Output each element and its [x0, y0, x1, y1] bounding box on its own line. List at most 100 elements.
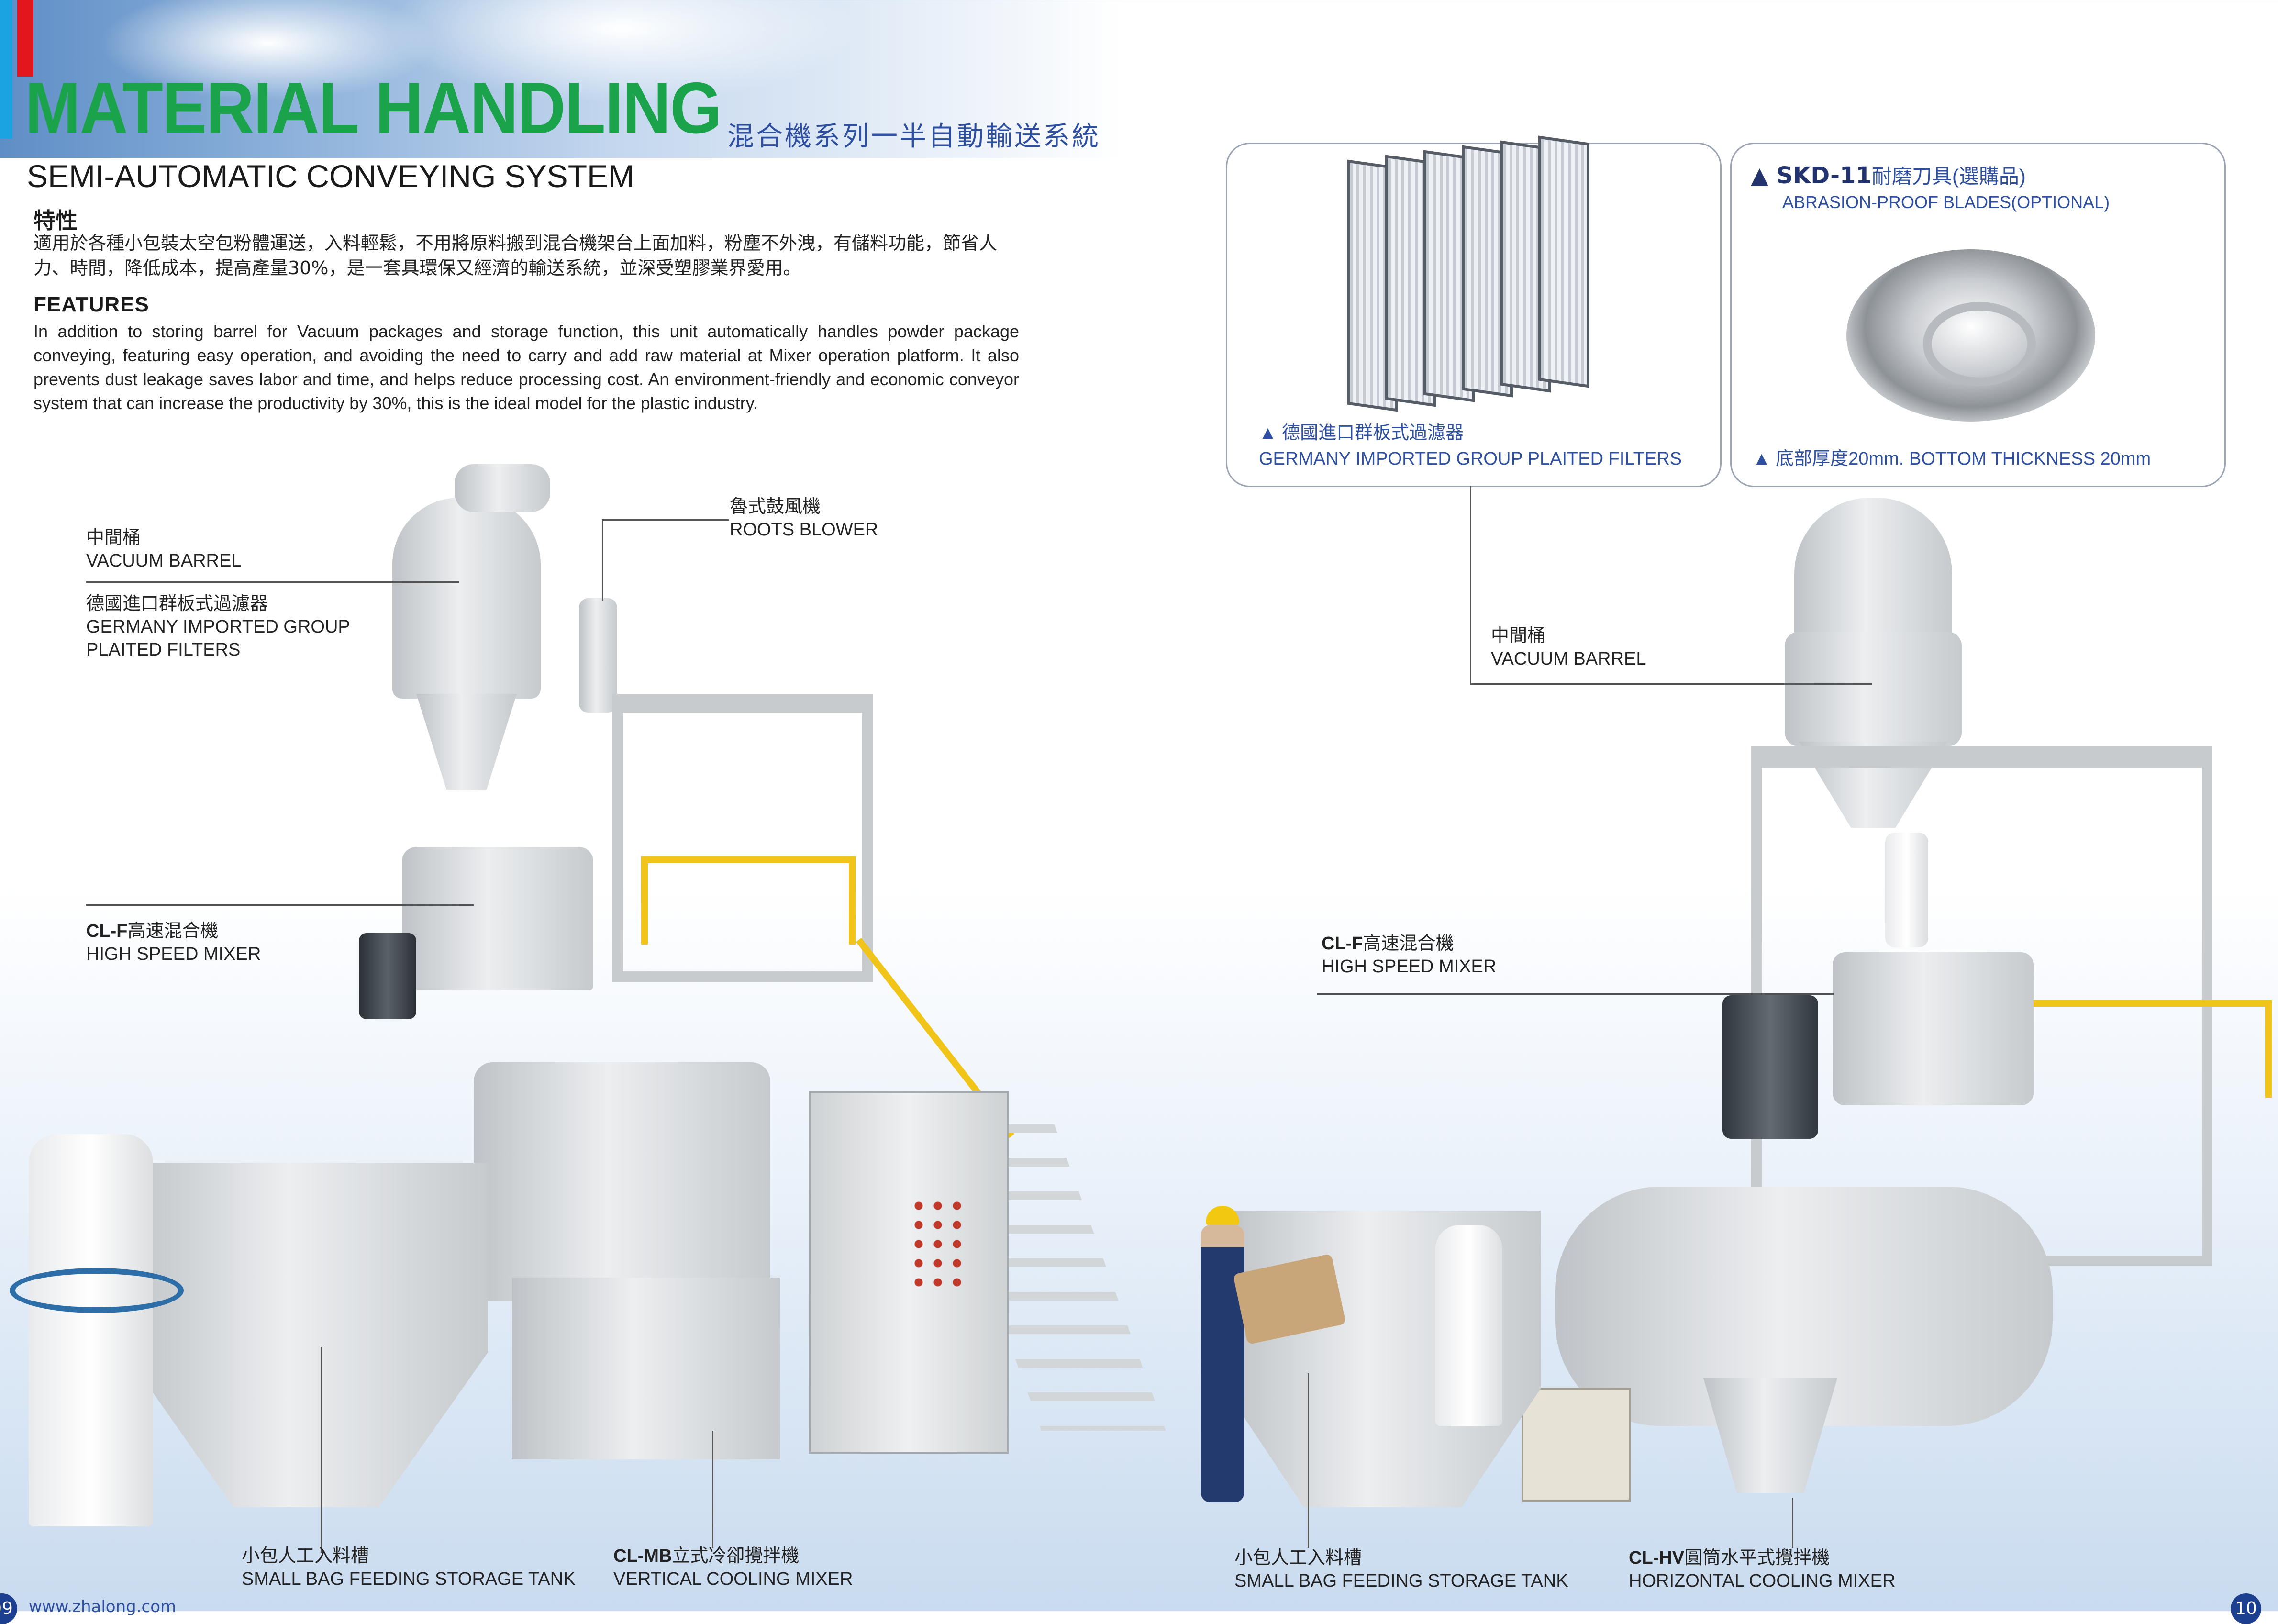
dust-collector-bag [29, 1134, 153, 1526]
callout-filters-en-2: PLAITED FILTERS [86, 640, 241, 660]
leader-line [1308, 1373, 1309, 1548]
filter-housing [455, 464, 550, 512]
leader-line [1792, 1498, 1793, 1548]
callout-cooler-en: HORIZONTAL COOLING MIXER [1629, 1571, 1896, 1591]
page-number-left: 09 [0, 1593, 17, 1624]
worker-body [1201, 1225, 1244, 1502]
page-title-chinese: 混合機系列一半自動輸送系統 [727, 121, 1100, 152]
page-number-right: 10 [2231, 1593, 2261, 1624]
callout-filters: 德國進口群板式過濾器 GERMANY IMPORTED GROUP PLAITE… [86, 592, 350, 661]
features-heading-chinese: 特性 [33, 208, 78, 234]
callout-tank-zh: 小包人工入料槽 [1234, 1548, 1362, 1568]
callout-vacuum-barrel-en: VACUUM BARREL [1491, 649, 1646, 669]
motor [359, 933, 416, 1019]
yellow-railing [2000, 1000, 2272, 1098]
inset-blades-zh: 耐磨刀具(選購品) [1871, 165, 2026, 188]
callout-vacuum-barrel-zh: 中間桶 [86, 528, 141, 548]
yellow-railing [641, 856, 856, 945]
left-machine-photo [0, 455, 1166, 1555]
callout-tank-zh: 小包人工入料槽 [242, 1546, 369, 1566]
worker-figure [1191, 1206, 1249, 1502]
features-text-chinese: 適用於各種小包裝太空包粉體運送，入料輕鬆，不用將原料搬到混合機架台上面加料，粉塵… [33, 233, 998, 278]
sky-background [0, 0, 1124, 158]
inset-blades-code: ▲ SKD-11 [1751, 162, 1872, 189]
leader-line [602, 519, 729, 521]
callout-filters-en-1: GERMANY IMPORTED GROUP [86, 617, 350, 637]
page-subtitle: SEMI-AUTOMATIC CONVEYING SYSTEM [27, 158, 635, 194]
callout-feeding-tank: 小包人工入料槽 SMALL BAG FEEDING STORAGE TANK [242, 1545, 576, 1591]
callout-mixer-en: HIGH SPEED MIXER [86, 944, 261, 964]
callout-cooler-en: VERTICAL COOLING MIXER [613, 1569, 853, 1589]
vacuum-barrel-cone [416, 694, 517, 790]
callout-filters-zh: 德國進口群板式過濾器 [86, 594, 268, 614]
cooling-mixer-base [512, 1278, 780, 1459]
roots-blower [579, 598, 617, 713]
callout-horizontal-cooler: CL-HV圓筒水平式攪拌機 HORIZONTAL COOLING MIXER [1629, 1546, 1895, 1592]
dust-collector-bag [1435, 1225, 1502, 1426]
filter-panel [1538, 135, 1589, 388]
control-buttons [909, 1196, 967, 1292]
inset-filters-caption-en: GERMANY IMPORTED GROUP PLAITED FILTERS [1259, 449, 1682, 469]
leader-line [602, 519, 603, 601]
callout-cooler-code: CL-MB [613, 1546, 672, 1566]
red-accent-bar [17, 0, 33, 77]
inset-blades-caption: ▲ 底部厚度20mm. BOTTOM THICKNESS 20mm [1753, 449, 2151, 469]
vacuum-barrel-lower [1785, 632, 1962, 746]
callout-tank-en: SMALL BAG FEEDING STORAGE TANK [242, 1569, 576, 1589]
callout-vacuum-barrel-zh: 中間桶 [1491, 626, 1546, 646]
inset-filters-box: ▲ 德國進口群板式過濾器 GERMANY IMPORTED GROUP PLAI… [1226, 135, 1722, 487]
vertical-cooling-mixer [474, 1062, 770, 1301]
inset-blades-box: ▲ SKD-11耐磨刀具(選購品) ABRASION-PROOF BLADES(… [1730, 143, 2226, 487]
callout-tank-en: SMALL BAG FEEDING STORAGE TANK [1234, 1571, 1568, 1591]
callout-mixer-en: HIGH SPEED MIXER [1322, 957, 1497, 977]
motor [1722, 995, 1818, 1139]
inset-blades-en: ABRASION-PROOF BLADES(OPTIONAL) [1782, 192, 2110, 212]
high-speed-mixer [1833, 952, 2034, 1105]
feeding-storage-tank [124, 1163, 488, 1507]
leader-line [86, 904, 474, 906]
callout-high-speed-mixer: CL-F高速混合機 HIGH SPEED MIXER [86, 920, 261, 966]
leader-line [1470, 486, 1471, 684]
callout-feeding-tank-right: 小包人工入料槽 SMALL BAG FEEDING STORAGE TANK [1234, 1546, 1568, 1592]
callout-mixer-code: CL-F [86, 921, 128, 941]
collector-ring [10, 1268, 184, 1313]
leader-line [1470, 683, 1872, 685]
callout-vacuum-barrel-en: VACUUM BARREL [86, 551, 242, 571]
callout-vertical-cooler: CL-MB立式冷卻攪拌機 VERTICAL COOLING MIXER [613, 1545, 853, 1591]
blade-cross [1923, 302, 2036, 386]
inset-filters-caption-zh: ▲ 德國進口群板式過濾器 [1259, 423, 1464, 443]
inset-blades-title: ▲ SKD-11耐磨刀具(選購品) [1751, 162, 2026, 189]
callout-cooler-code: CL-HV [1629, 1548, 1685, 1568]
callout-roots-blower-en: ROOTS BLOWER [730, 520, 878, 540]
callout-mixer-zh: 高速混合機 [127, 921, 219, 941]
features-heading: FEATURES [33, 293, 149, 316]
website-link[interactable]: www.zhalong.com [29, 1597, 177, 1616]
hard-hat [1206, 1206, 1239, 1225]
discharge-chute [1703, 1378, 1837, 1493]
leader-line [86, 581, 459, 583]
high-speed-mixer [402, 847, 593, 990]
filter-sock [1885, 833, 1928, 947]
callout-mixer-code: CL-F [1322, 934, 1363, 954]
electric-box [1522, 1388, 1631, 1502]
plaited-filters-photo [1347, 135, 1615, 412]
callout-cooler-zh: 立式冷卻攪拌機 [672, 1546, 800, 1566]
callout-cooler-zh: 圓筒水平式攪拌機 [1684, 1548, 1830, 1568]
callout-mixer-zh: 高速混合機 [1363, 934, 1454, 954]
callout-high-speed-mixer-right: CL-F高速混合機 HIGH SPEED MIXER [1322, 932, 1496, 978]
control-cabinet [809, 1091, 1009, 1454]
page-title: MATERIAL HANDLING [25, 67, 722, 149]
callout-roots-blower: 魯式鼓風機 ROOTS BLOWER [730, 495, 878, 541]
features-text: In addition to storing barrel for Vacuum… [33, 322, 1019, 413]
callout-vacuum-barrel: 中間桶 VACUUM BARREL [86, 526, 241, 572]
steel-platform-frame [612, 694, 873, 982]
callout-vacuum-barrel-right: 中間桶 VACUUM BARREL [1491, 624, 1646, 670]
vacuum-barrel [1794, 498, 1952, 641]
callout-roots-blower-zh: 魯式鼓風機 [730, 497, 821, 517]
leader-line [321, 1347, 322, 1553]
leader-line [712, 1431, 713, 1548]
leader-line [1317, 993, 1834, 995]
right-machine-photo [1158, 478, 2278, 1579]
vacuum-barrel [392, 498, 541, 699]
blue-accent-bar [0, 0, 12, 139]
